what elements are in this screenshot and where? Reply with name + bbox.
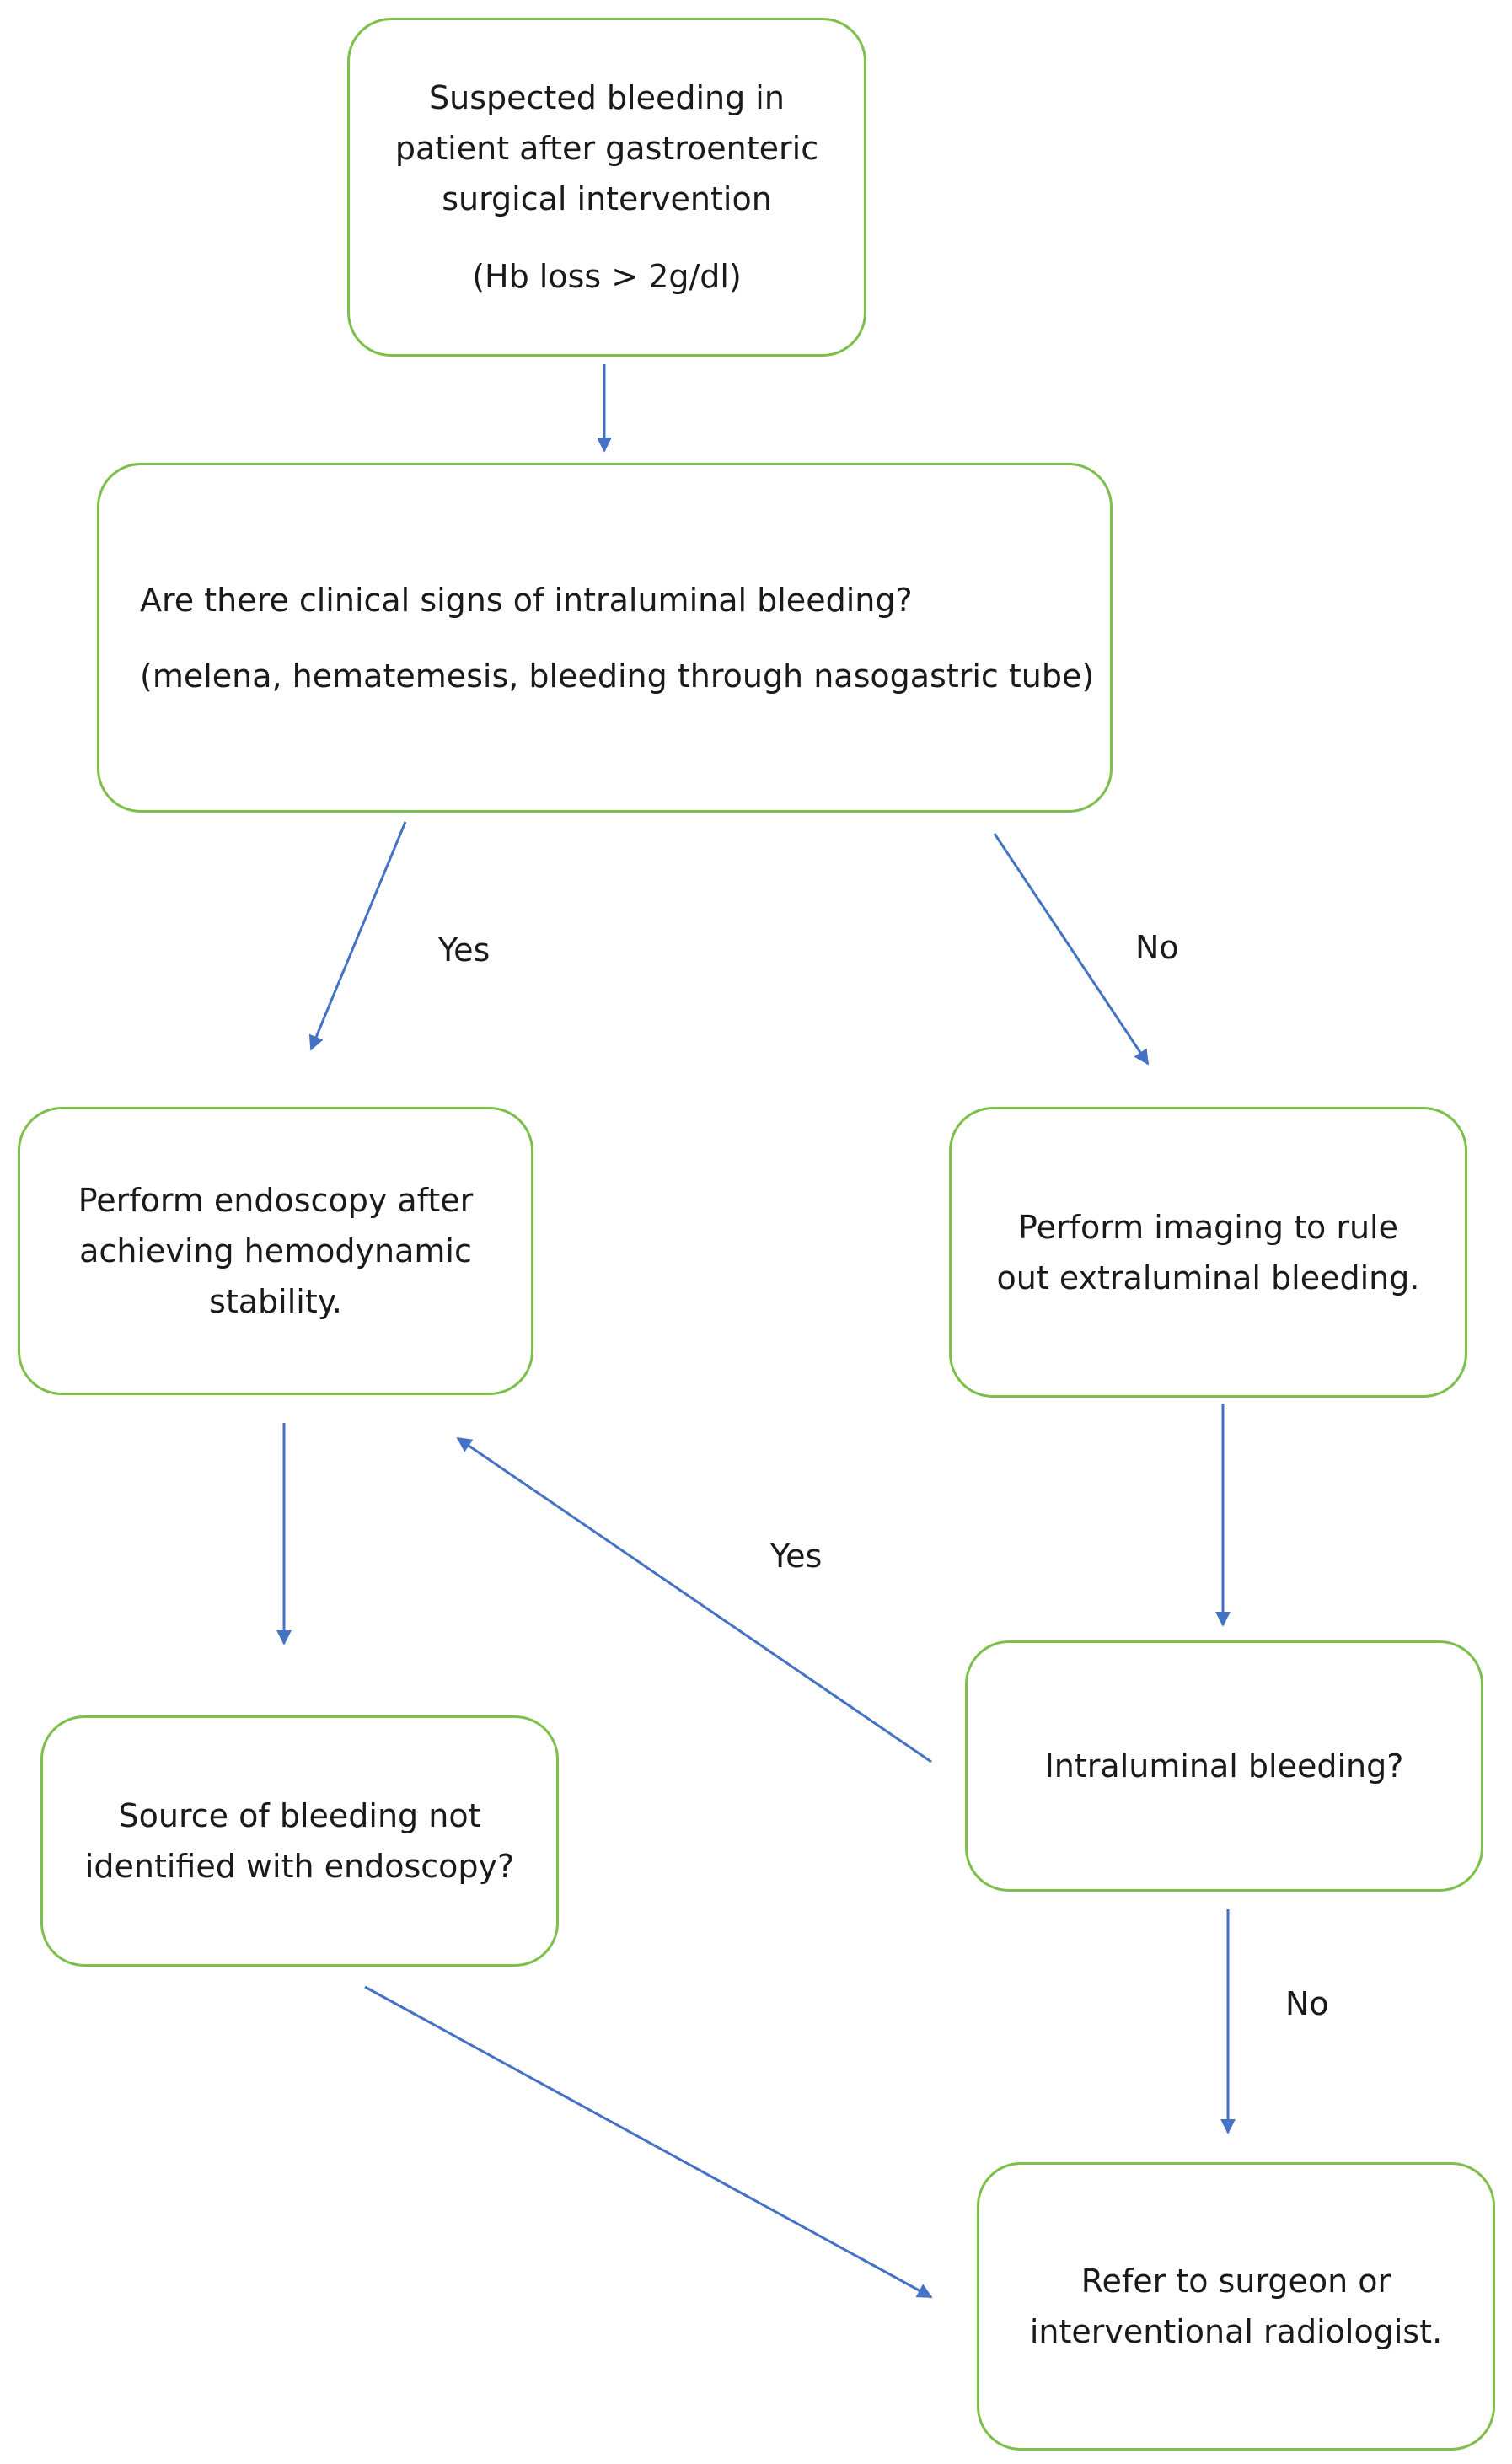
imaging-node-line-1: Perform imaging to rule	[1018, 1208, 1398, 1246]
intraluminal-bleeding-question: Intraluminal bleeding?	[1044, 1747, 1404, 1785]
signs-yes-label: Yes	[438, 931, 491, 969]
start-node-line-3: surgical intervention	[442, 180, 772, 217]
imaging-node-line-2: out extraluminal bleeding.	[996, 1259, 1420, 1296]
arrow-intraluminal-yes-to-endoscopy	[456, 1436, 932, 1763]
refer-node-line-2: interventional radiologist.	[1029, 2313, 1443, 2350]
endoscopy-node-line-1: Perform endoscopy after	[78, 1182, 474, 1219]
start-node-line-1: Suspected bleeding in	[429, 79, 785, 116]
intraluminal-signs-question-node: Are there clinical signs of intraluminal…	[97, 463, 1113, 813]
intraluminal-no-label: No	[1285, 1985, 1329, 2022]
start-node-hb-criterion: (Hb loss > 2g/dl)	[472, 258, 742, 295]
refer-node: Refer to surgeon or interventional radio…	[977, 2162, 1495, 2451]
intraluminal-signs-examples: (melena, hematemesis, bleeding through n…	[140, 657, 1095, 695]
imaging-node: Perform imaging to rule out extraluminal…	[949, 1107, 1467, 1398]
source-not-identified-line-2: identified with endoscopy?	[84, 1848, 515, 1885]
intraluminal-yes-label: Yes	[770, 1538, 823, 1575]
source-not-identified-line-1: Source of bleeding not	[118, 1797, 481, 1834]
arrow-question-yes-to-endoscopy	[308, 821, 407, 1051]
signs-no-label: No	[1135, 929, 1179, 966]
arrow-source-to-refer	[364, 1985, 933, 2299]
arrow-question-no-to-imaging	[993, 833, 1150, 1066]
start-node-line-2: patient after gastroenteric	[394, 130, 819, 167]
endoscopy-node-line-2: achieving hemodynamic	[79, 1232, 472, 1270]
endoscopy-node: Perform endoscopy after achieving hemody…	[18, 1107, 533, 1395]
intraluminal-bleeding-node: Intraluminal bleeding?	[965, 1640, 1483, 1892]
refer-node-line-1: Refer to surgeon or	[1080, 2263, 1391, 2300]
endoscopy-node-line-3: stability.	[209, 1283, 342, 1320]
start-node: Suspected bleeding in patient after gast…	[347, 18, 866, 357]
source-not-identified-node: Source of bleeding not identified with e…	[40, 1715, 559, 1967]
intraluminal-signs-question: Are there clinical signs of intraluminal…	[140, 581, 913, 619]
